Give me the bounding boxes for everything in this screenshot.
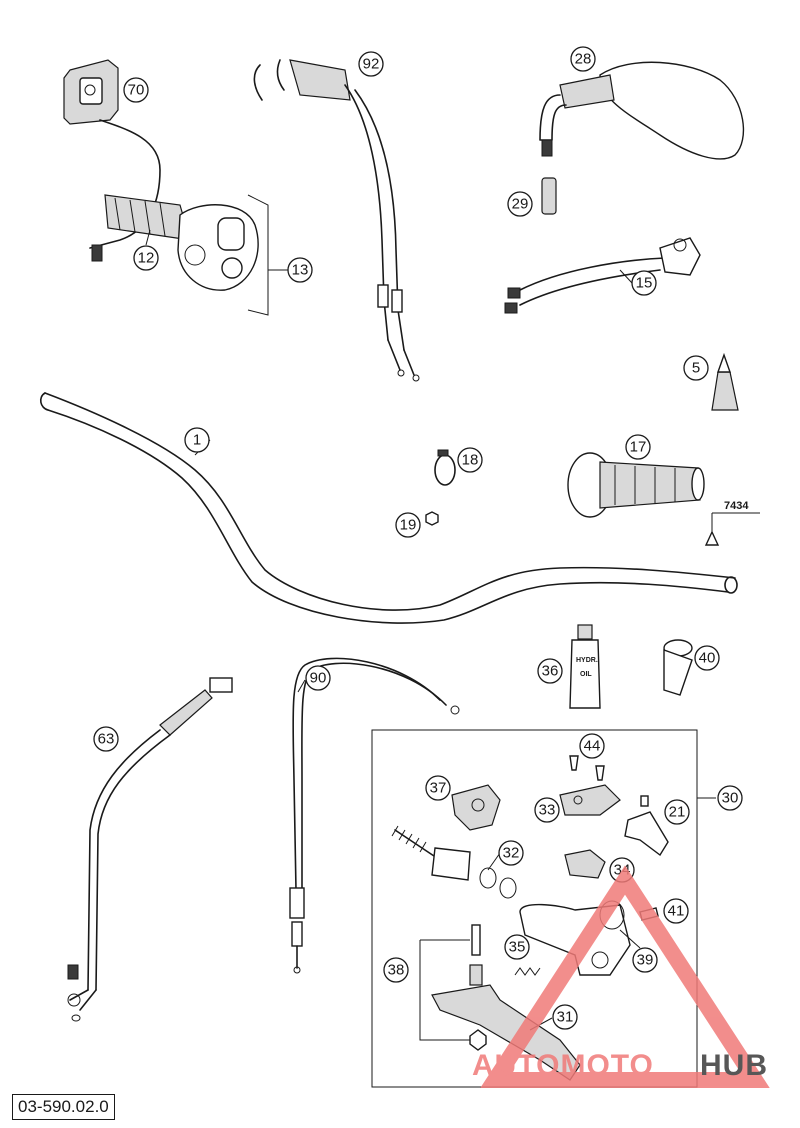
svg-text:38: 38 xyxy=(388,962,405,979)
callout-19: 19 xyxy=(395,512,421,538)
piston-spring-part xyxy=(391,825,517,899)
throttle-grip-part xyxy=(104,194,288,316)
callout-36: 36 xyxy=(537,658,563,684)
callout-92: 92 xyxy=(358,51,384,77)
svg-text:28: 28 xyxy=(575,51,592,68)
svg-text:63: 63 xyxy=(98,731,115,748)
adaptor-part xyxy=(541,177,557,215)
svg-text:12: 12 xyxy=(138,250,155,267)
hydraulic-oil-bottle-part: HYDR. OIL xyxy=(569,624,601,709)
svg-text:35: 35 xyxy=(509,939,526,956)
callout-33: 33 xyxy=(534,797,560,823)
callout-32: 32 xyxy=(487,840,524,871)
svg-text:5: 5 xyxy=(692,360,700,377)
document-number: 03-590.02.0 xyxy=(12,1094,115,1120)
clamp-part xyxy=(434,449,456,486)
callout-90: 90 xyxy=(297,665,331,693)
watermark-text-secondary: HUB xyxy=(700,1049,768,1082)
clutch-cable-part xyxy=(289,657,460,974)
callout-35: 35 xyxy=(504,934,530,960)
svg-text:15: 15 xyxy=(636,275,653,292)
svg-text:21: 21 xyxy=(669,804,686,821)
svg-text:30: 30 xyxy=(722,790,739,807)
cover-plate-part xyxy=(559,784,621,816)
callout-39: 39 xyxy=(619,929,658,973)
svg-text:19: 19 xyxy=(400,517,417,534)
callout-40: 40 xyxy=(694,645,720,671)
svg-text:70: 70 xyxy=(128,82,145,99)
tool-code-marker: 7434 xyxy=(704,500,760,546)
callout-31: 31 xyxy=(529,1004,578,1031)
watermark: AUTOMOTO HUB xyxy=(472,865,770,1088)
callout-15: 15 xyxy=(619,269,657,296)
handlebar-part xyxy=(39,392,738,624)
svg-text:44: 44 xyxy=(584,738,601,755)
callout-1: 1 xyxy=(184,427,211,456)
pivot-bolt-set-part xyxy=(419,924,487,1051)
callout-13: 13 xyxy=(287,257,313,283)
callout-70: 70 xyxy=(123,77,149,103)
callout-18: 18 xyxy=(457,447,483,473)
svg-text:17: 17 xyxy=(630,439,647,456)
svg-text:1: 1 xyxy=(193,432,201,449)
switch-housing-part xyxy=(63,59,161,262)
svg-text:36: 36 xyxy=(542,663,559,680)
cap-part xyxy=(564,849,606,879)
svg-text:18: 18 xyxy=(462,452,479,469)
watermark-triangle-logo xyxy=(480,865,770,1088)
bottle-label-line1: HYDR. xyxy=(576,657,598,664)
callout-21: 21 xyxy=(664,799,690,825)
svg-text:29: 29 xyxy=(512,196,529,213)
kill-switch-part xyxy=(504,237,701,314)
callout-30: 30 xyxy=(717,785,743,811)
callout-29: 29 xyxy=(507,191,533,217)
tool-code-label: 7434 xyxy=(724,500,749,512)
reservoir-cover-part xyxy=(451,784,501,831)
svg-text:40: 40 xyxy=(699,650,716,667)
svg-text:92: 92 xyxy=(363,56,380,73)
hot-start-cable-part xyxy=(67,677,233,1022)
svg-text:32: 32 xyxy=(503,845,520,862)
callout-38: 38 xyxy=(383,957,409,983)
part-callouts: 1 5 12 13 15 17 18 19 21 28 29 30 31 32 … xyxy=(93,46,743,1031)
svg-text:39: 39 xyxy=(637,952,654,969)
callout-41: 41 xyxy=(663,898,689,924)
mirror-part xyxy=(539,61,745,160)
svg-text:41: 41 xyxy=(668,903,685,920)
bottle-label-line2: OIL xyxy=(580,671,592,678)
svg-text:31: 31 xyxy=(557,1009,574,1026)
svg-text:90: 90 xyxy=(310,670,327,687)
throttle-cables-part xyxy=(253,59,420,382)
callout-12: 12 xyxy=(133,229,159,271)
adhesive-tube-part xyxy=(711,352,739,411)
screws-part xyxy=(569,755,605,781)
watermark-text-primary: AUTOMOTO xyxy=(472,1049,654,1082)
callout-28: 28 xyxy=(570,46,596,72)
spring-part xyxy=(514,967,541,976)
callout-37: 37 xyxy=(425,775,451,801)
svg-text:33: 33 xyxy=(539,802,556,819)
svg-text:37: 37 xyxy=(430,780,447,797)
callout-44: 44 xyxy=(579,733,605,759)
lever-clamp-part xyxy=(663,639,693,696)
grip-part xyxy=(567,452,705,518)
callout-5: 5 xyxy=(683,355,709,381)
callout-63: 63 xyxy=(93,726,119,752)
callout-17: 17 xyxy=(625,434,651,460)
nut-part xyxy=(425,511,439,526)
lever-adjuster-part xyxy=(624,795,669,857)
svg-text:13: 13 xyxy=(292,262,309,279)
